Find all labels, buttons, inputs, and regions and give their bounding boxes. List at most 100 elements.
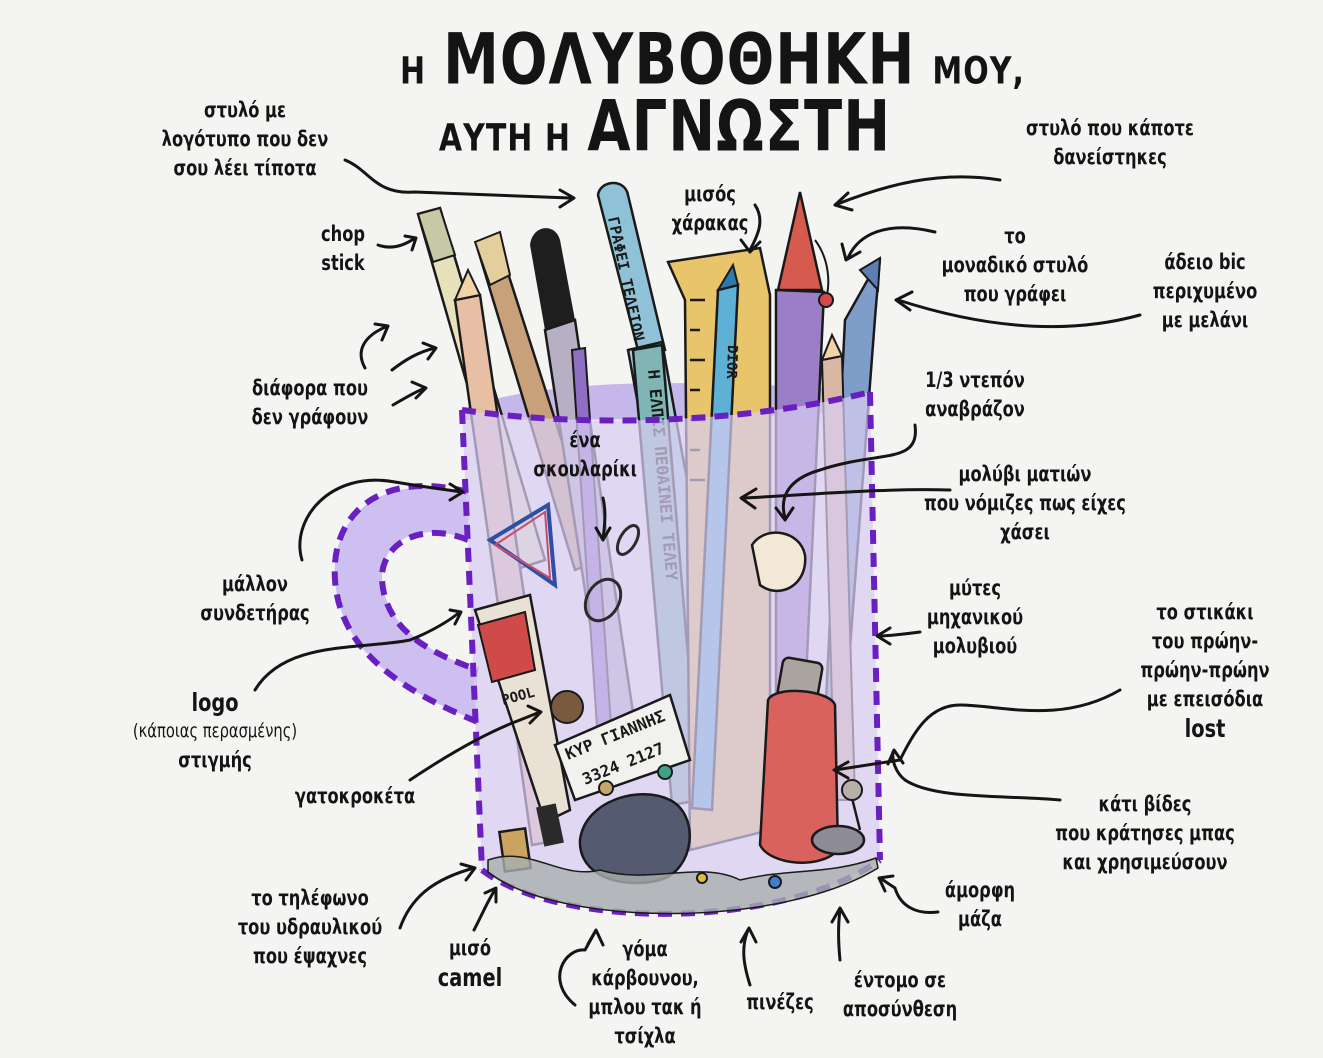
label-screws-l1: κάτι βίδες bbox=[1098, 792, 1192, 816]
label-empty-bic-l2: περιχυμένο bbox=[1152, 279, 1258, 303]
label-eraser-l4: τσίχλα bbox=[614, 1024, 676, 1048]
label-usb-l3: πρώην-πρώην bbox=[1140, 658, 1270, 682]
label-logo-paren: (κάποιας περασμένης) bbox=[132, 720, 298, 742]
label-chopstick: chop stick bbox=[313, 220, 373, 278]
label-logo-pen-l3: σου λέει τίποτα bbox=[173, 156, 317, 180]
annotation-arrows bbox=[253, 158, 1142, 1007]
cat-kibble bbox=[550, 690, 584, 724]
eraser-blob bbox=[578, 764, 691, 885]
label-eraser-l1: γόμα bbox=[622, 937, 668, 961]
label-eye-pencil-l3: χάσει bbox=[1000, 520, 1050, 544]
mug-right-edge bbox=[867, 391, 883, 861]
label-logo-pen: στυλό με λογότυπο που δεν σου λέει τίποτ… bbox=[155, 96, 336, 183]
label-eye-pencil-l1: μολύβι ματιών bbox=[958, 462, 1092, 486]
label-empty-bic-l1: άδειο bic bbox=[1164, 250, 1246, 274]
label-empty-bic-l3: με μελάνι bbox=[1161, 308, 1249, 332]
label-eraser-l3: μπλου τακ ή bbox=[588, 995, 702, 1019]
label-only-pen: το μοναδικό στυλό που γράφει bbox=[938, 222, 1093, 309]
label-leads-l3: μολυβιού bbox=[932, 634, 1018, 658]
label-pins-l1: πινέζες bbox=[746, 990, 814, 1014]
label-usb-lost: lost bbox=[1184, 714, 1226, 743]
label-paperclip-l1: μάλλον bbox=[222, 572, 288, 596]
label-usb: το στικάκι του πρώην- πρώην-πρώην με επε… bbox=[1136, 598, 1274, 743]
label-chopstick-l2: stick bbox=[321, 251, 365, 275]
label-only-pen-l2: μοναδικό στυλό bbox=[941, 253, 1089, 277]
label-camel-word: camel bbox=[437, 963, 503, 992]
label-cat-food: γατοκροκέτα bbox=[291, 782, 420, 811]
label-logo-moment: logo (κάποιας περασμένης) στιγμής bbox=[120, 688, 309, 775]
label-non-writing-l1: διάφορα που bbox=[252, 376, 368, 400]
title-line-1: Η ΜΟΛΥΒΟΘΗΚΗ ΜΟΥ, bbox=[400, 19, 1024, 102]
label-plumber: το τηλέφωνο του υδραυλικού που έψαχνες bbox=[237, 884, 383, 971]
label-leads-l1: μύτες bbox=[949, 576, 1001, 600]
screws bbox=[810, 779, 866, 856]
label-earring-l2: σκουλαρίκι bbox=[533, 457, 638, 481]
label-insect-l2: αποσύνθεση bbox=[842, 997, 958, 1021]
label-earring: ένα σκουλαρίκι bbox=[533, 426, 638, 484]
label-only-pen-l1: το bbox=[1004, 224, 1026, 248]
label-detergent-l1: 1/3 ντεπόν bbox=[925, 368, 1025, 392]
mug-handle bbox=[331, 482, 480, 725]
paperclip-ring bbox=[583, 524, 641, 623]
label-chopstick-l1: chop bbox=[320, 222, 365, 246]
label-insect: έντομο σε αποσύνθεση bbox=[836, 966, 965, 1024]
pin-1 bbox=[768, 875, 782, 889]
title-line-2: ΑΥΤΗ Η ΑΓΝΩΣΤΗ bbox=[430, 87, 900, 168]
label-half-ruler-l2: χάρακας bbox=[671, 211, 749, 235]
label-screws-l2: που κράτησες μπας bbox=[1055, 821, 1235, 845]
label-detergent: 1/3 ντεπόν αναβράζον bbox=[915, 366, 1035, 424]
mug-left-edge bbox=[459, 409, 485, 871]
label-usb-l1: το στικάκι bbox=[1156, 600, 1254, 624]
usb-stick bbox=[758, 656, 840, 864]
label-leads-l2: μηχανικού bbox=[926, 605, 1024, 629]
label-non-writing-l2: δεν γράφουν bbox=[251, 405, 369, 429]
label-plumber-l1: το τηλέφωνο bbox=[251, 886, 369, 910]
label-logo-pen-l2: λογότυπο που δεν bbox=[161, 127, 329, 151]
label-empty-bic: άδειο bic περιχυμένο με μελάνι bbox=[1145, 248, 1265, 335]
label-non-writing: διάφορα που δεν γράφουν bbox=[241, 374, 379, 432]
label-cat-food-l1: γατοκροκέτα bbox=[294, 784, 416, 808]
label-eraser: γόμα κάρβουνου, μπλου τακ ή τσίχλα bbox=[581, 935, 710, 1051]
debris-floor bbox=[487, 855, 879, 915]
label-blob-l1: άμορφη bbox=[944, 878, 1016, 902]
label-logo-word: logo bbox=[191, 688, 239, 717]
label-plumber-l2: του υδραυλικού bbox=[237, 915, 383, 939]
label-detergent-l2: αναβράζον bbox=[925, 397, 1025, 421]
label-insect-l1: έντομο σε bbox=[853, 968, 947, 992]
label-usb-l4: με επεισόδια bbox=[1146, 687, 1264, 711]
mug-rim-dashed bbox=[461, 389, 871, 424]
label-only-pen-l3: που γράφει bbox=[963, 282, 1067, 306]
label-plumber-l3: που έψαχνες bbox=[252, 944, 367, 968]
paint-tube: POOL bbox=[473, 593, 572, 847]
pen-brand: DIOR bbox=[723, 345, 740, 380]
earring bbox=[486, 501, 558, 590]
label-eye-pencil-l2: που νόμιζες πως είχες bbox=[924, 491, 1126, 515]
label-logo-pen-l1: στυλό με bbox=[203, 98, 287, 122]
label-eye-pencil: μολύβι ματιών που νόμιζες πως είχες χάσε… bbox=[918, 460, 1133, 547]
label-eraser-l2: κάρβουνου, bbox=[591, 966, 699, 990]
label-usb-l2: του πρώην- bbox=[1151, 629, 1259, 653]
detergent-tablet bbox=[750, 531, 807, 593]
pin-2 bbox=[696, 872, 708, 884]
title-main: ΜΟΛΥΒΟΘΗΚΗ bbox=[443, 19, 916, 102]
label-camel: μισό camel bbox=[436, 934, 505, 992]
title-line2-pre: ΑΥΤΗ Η bbox=[438, 116, 571, 161]
title-pre: Η bbox=[400, 49, 427, 94]
label-screws: κάτι βίδες που κράτησες μπας και χρησιμε… bbox=[1046, 790, 1244, 877]
label-blob: άμορφη μάζα bbox=[937, 876, 1023, 934]
label-logo-moment-word: στιγμής bbox=[178, 748, 252, 772]
label-borrowed-pen-l1: στυλό που κάποτε bbox=[1026, 116, 1194, 140]
label-earring-l1: ένα bbox=[569, 428, 601, 452]
label-leads: μύτες μηχανικού μολυβιού bbox=[919, 574, 1031, 661]
label-camel-half: μισό bbox=[448, 936, 492, 960]
label-screws-l3: και χρησιμεύσουν bbox=[1062, 850, 1228, 874]
label-half-ruler-l1: μισός bbox=[684, 182, 736, 206]
title-post: ΜΟΥ, bbox=[932, 49, 1025, 94]
title-line2-main: ΑΓΝΩΣΤΗ bbox=[587, 86, 892, 169]
label-paperclip-l2: συνδετήρας bbox=[200, 601, 310, 625]
label-borrowed-pen: στυλό που κάποτε δανείστηκες bbox=[1020, 114, 1201, 172]
label-borrowed-pen-l2: δανείστηκες bbox=[1053, 145, 1167, 169]
label-half-ruler: μισός χάρακας bbox=[663, 180, 758, 238]
label-paperclip: μάλλον συνδετήρας bbox=[195, 570, 315, 628]
